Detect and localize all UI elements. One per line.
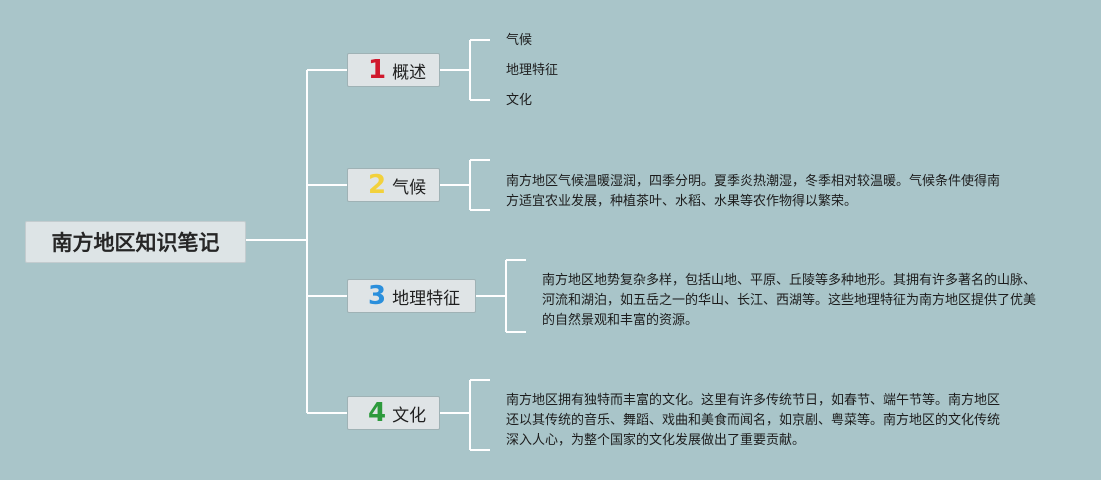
geography-description[interactable]: 南方地区地势复杂多样，包括山地、平原、丘陵等多种地形。其拥有许多著名的山脉、河流… xyxy=(542,273,1037,328)
branch-label: 地理特征 xyxy=(392,288,461,309)
branch-culture[interactable]: 4 文化 xyxy=(347,396,440,430)
overview-item-geography[interactable]: 地理特征 xyxy=(506,63,559,78)
branch-number: 1 xyxy=(368,55,387,85)
branch-geography[interactable]: 3 地理特征 xyxy=(347,279,476,313)
branch-label: 气候 xyxy=(392,177,427,198)
culture-description[interactable]: 南方地区拥有独特而丰富的文化。这里有许多传统节日，如春节、端午节等。南方地区还以… xyxy=(506,393,1001,448)
root-label: 南方地区知识笔记 xyxy=(51,231,220,255)
root-node[interactable]: 南方地区知识笔记 xyxy=(25,221,246,263)
branch-number: 4 xyxy=(368,398,387,428)
branch-climate[interactable]: 2 气候 xyxy=(347,168,440,202)
branch-label: 概述 xyxy=(392,62,427,83)
climate-description[interactable]: 南方地区气候温暖湿润，四季分明。夏季炎热潮湿，冬季相对较温暖。气候条件使得南方适… xyxy=(506,174,1001,209)
overview-item-climate[interactable]: 气候 xyxy=(506,33,533,48)
branch-overview[interactable]: 1 概述 xyxy=(347,53,440,87)
overview-item-culture[interactable]: 文化 xyxy=(506,93,533,108)
branch-label: 文化 xyxy=(392,405,427,426)
branch-number: 2 xyxy=(368,170,387,200)
branch-number: 3 xyxy=(368,281,387,311)
